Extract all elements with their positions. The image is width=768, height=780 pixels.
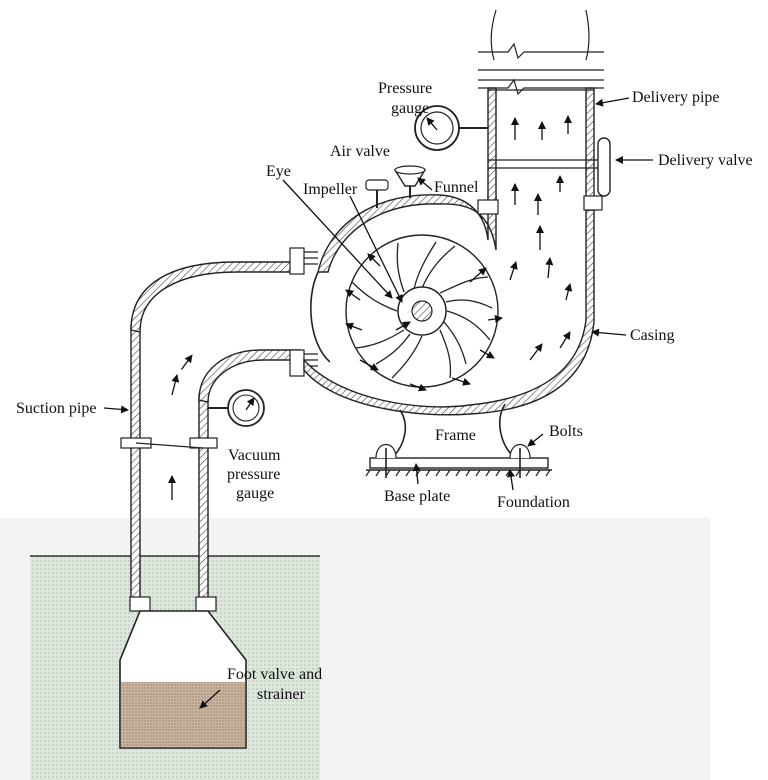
water-sump xyxy=(0,518,710,780)
label-pressure-gauge-line2: gauge xyxy=(391,100,429,117)
label-delivery-valve: Delivery valve xyxy=(658,152,753,169)
air-valve xyxy=(365,179,389,208)
label-frame: Frame xyxy=(435,427,476,444)
label-impeller: Impeller xyxy=(303,181,358,198)
label-eye: Eye xyxy=(266,163,291,180)
label-foot-valve-line2: strainer xyxy=(257,686,306,703)
label-bolts: Bolts xyxy=(549,423,583,440)
label-funnel: Funnel xyxy=(434,179,479,196)
label-pressure-gauge-line1: Pressure xyxy=(378,80,432,97)
label-casing: Casing xyxy=(630,327,674,344)
funnel xyxy=(393,165,427,198)
bolts xyxy=(375,443,531,478)
label-vacuum-line1: Vacuum xyxy=(228,447,281,464)
label-delivery-pipe: Delivery pipe xyxy=(632,89,720,106)
vacuum-pressure-gauge xyxy=(208,389,265,427)
label-base-plate: Base plate xyxy=(384,488,450,505)
label-foot-valve-line1: Foot valve and xyxy=(227,666,322,683)
base-plate xyxy=(365,457,552,477)
foot-valve-strainer xyxy=(119,610,247,749)
label-air-valve: Air valve xyxy=(330,143,390,160)
label-suction-pipe: Suction pipe xyxy=(16,400,96,417)
impeller xyxy=(345,234,503,392)
leader-lines xyxy=(103,97,653,491)
pressure-gauge xyxy=(414,105,488,151)
label-vacuum-line3: gauge xyxy=(236,485,274,502)
delivery-pipe xyxy=(477,9,611,361)
label-foundation: Foundation xyxy=(497,494,570,511)
label-vacuum-line2: pressure xyxy=(227,466,280,483)
suction-pipe xyxy=(120,247,318,612)
